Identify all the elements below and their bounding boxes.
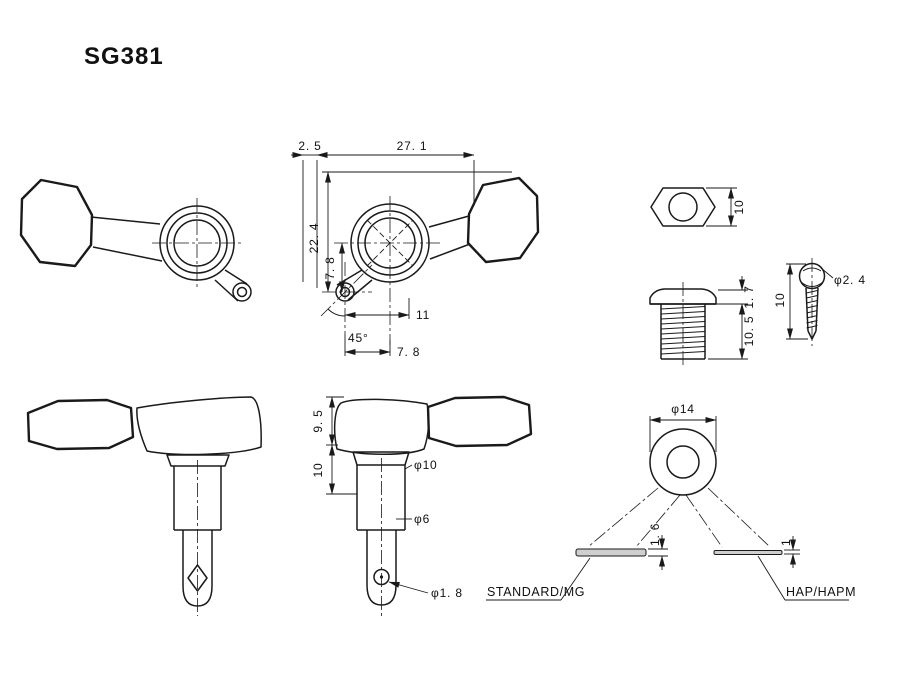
washer-view: φ14 1. 6 1 STANDARD/MG HAP/HAPM: [486, 402, 856, 601]
dim-washer-thickness-hap: 1: [779, 539, 793, 546]
washer-hap-section: [713, 550, 783, 555]
dim-string-hole-diameter: φ1. 8: [431, 586, 463, 600]
dim-overall-width: 27. 1: [397, 139, 428, 153]
tuner-front-view: 2. 5 27. 1 22. 4 7. 8 45° 11 7. 8: [291, 139, 540, 359]
dim-hole-to-post: 11: [416, 308, 430, 322]
label-standard-mg: STANDARD/MG: [487, 585, 585, 599]
dim-bushing-diameter: φ10: [414, 458, 438, 472]
tuner-side-view-dimensioned: 9. 5 10 φ10 φ6 φ1. 8: [311, 395, 533, 616]
label-hap-hapm: HAP/HAPM: [786, 585, 856, 599]
hex-nut-view: 10: [650, 187, 746, 227]
dim-washer-outer-diameter: φ14: [671, 402, 695, 416]
dim-center-to-hole-vertical: 7. 8: [323, 256, 337, 279]
dim-housing-height: 10: [311, 463, 325, 478]
dim-screw-diameter: φ2. 4: [834, 273, 866, 287]
dim-hole-angle: 45°: [348, 331, 369, 345]
dim-post-diameter: φ6: [414, 512, 430, 526]
dim-overall-height: 22. 4: [307, 223, 321, 254]
dim-center-to-hole-horizontal: 7. 8: [397, 345, 420, 359]
dim-nut-across-flats: 10: [732, 200, 746, 215]
dim-bushing-flange: 1. 7: [742, 285, 756, 308]
mounting-screw-view: φ2. 4 10: [773, 258, 866, 346]
model-number: SG381: [84, 43, 164, 70]
dim-button-height: 9. 5: [311, 409, 325, 432]
dim-bushing-thread-length: 10. 5: [742, 316, 756, 347]
dim-washer-thickness-standard: 1. 6: [648, 523, 662, 546]
washer-standard-section: [575, 548, 647, 557]
dim-screw-length: 10: [773, 293, 787, 308]
bushing-view: 1. 7 10. 5: [649, 276, 756, 366]
dim-offset: 2. 5: [298, 139, 321, 153]
tuner-back-view: [19, 178, 252, 302]
tuner-side-view-left: [26, 396, 262, 616]
